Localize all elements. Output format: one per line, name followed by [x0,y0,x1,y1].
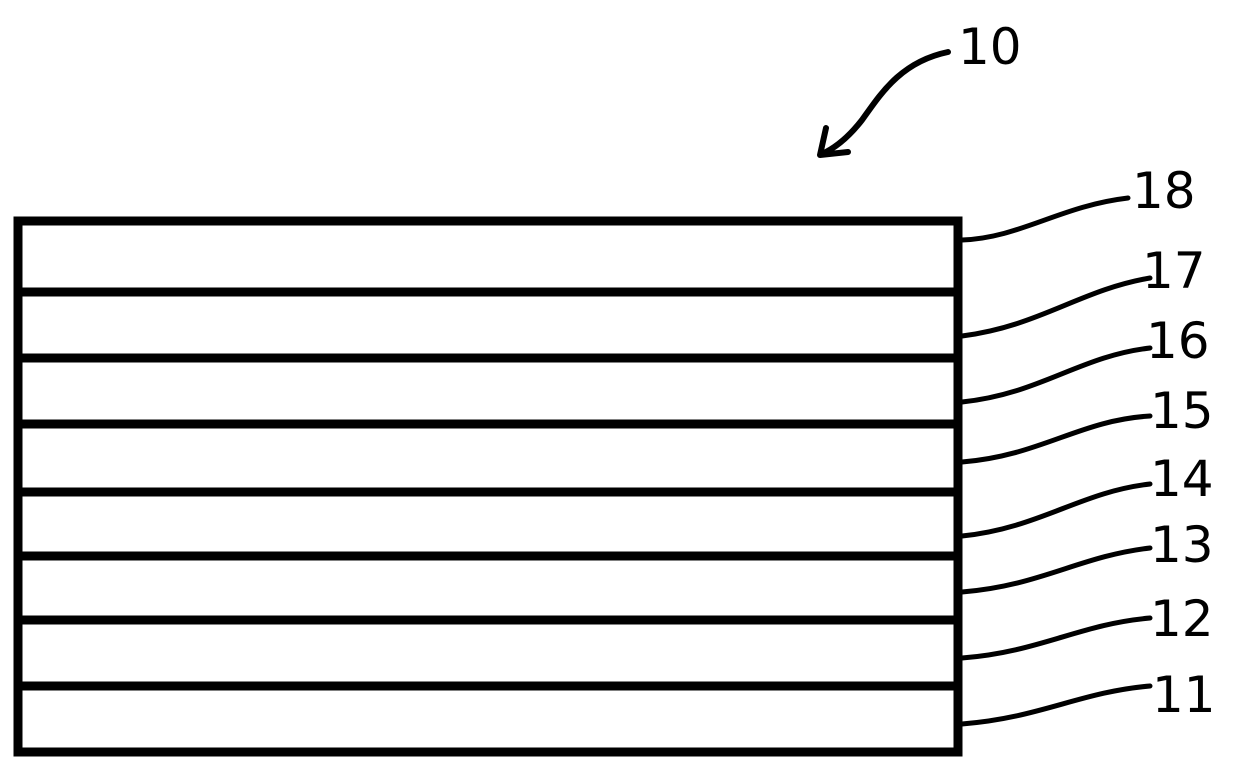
leader-line-11 [962,686,1150,724]
leader-line-15 [962,416,1150,462]
layer-labels: 18 17 16 15 14 13 12 11 [1132,162,1216,724]
layer-label-13: 13 [1150,516,1214,574]
layer-label-17: 17 [1142,242,1206,300]
leader-line-13 [962,548,1150,592]
layer-label-15: 15 [1150,382,1214,440]
leader-lines [962,198,1150,724]
layer-label-18: 18 [1132,162,1196,220]
leader-line-16 [962,348,1150,402]
leader-line-17 [962,278,1150,336]
layer-stack-outline [18,221,958,752]
leader-line-14 [962,484,1150,536]
assembly-label: 10 [958,18,1022,76]
layer-label-16: 16 [1146,312,1210,370]
leader-line-12 [962,618,1150,658]
layer-label-14: 14 [1150,450,1214,508]
layer-label-12: 12 [1150,590,1214,648]
layer-label-11: 11 [1152,666,1216,724]
leader-line-18 [962,198,1128,240]
assembly-callout: 10 [820,18,1022,155]
assembly-arrow-shaft [822,52,948,154]
